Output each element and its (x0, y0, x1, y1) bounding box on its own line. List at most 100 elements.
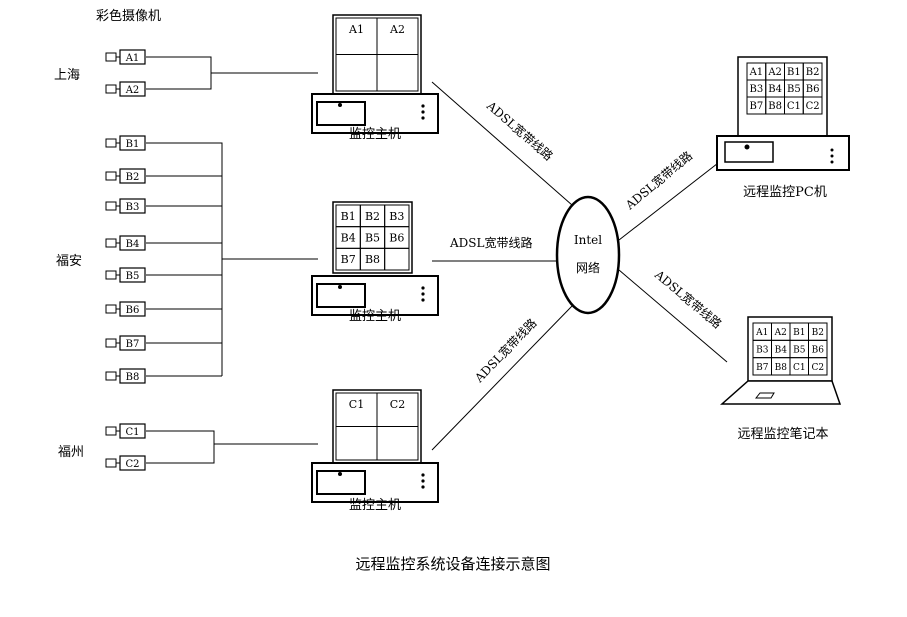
remote-laptop-label: 远程监控笔记本 (737, 426, 828, 442)
camera-body (119, 49, 146, 65)
remote-pc-dot (830, 154, 834, 158)
fuzhou-camera-wiring (146, 430, 318, 464)
site-label-shanghai: 上海 (54, 68, 80, 83)
screen-channel-label: C2 (811, 363, 824, 373)
network-label-line1: Intel (574, 233, 602, 247)
site-label-fuzhou: 福州 (58, 445, 84, 460)
camera-label: A2 (125, 85, 140, 96)
screen-cell (808, 357, 828, 376)
camera-lens (105, 458, 117, 468)
camera-lens (105, 371, 117, 381)
host-indicator-dot (421, 473, 425, 477)
camera-body (119, 335, 146, 351)
screen-cell (802, 96, 823, 115)
screen-cell (376, 426, 419, 461)
host-label: 监控主机 (349, 498, 401, 513)
screen-channel-label: B5 (365, 232, 380, 245)
screen-cell (376, 54, 419, 92)
camera-b6: B6 (105, 301, 146, 317)
screen-channel-label: B2 (806, 67, 820, 78)
site-label-fuan: 福安 (56, 254, 82, 269)
camera-body (119, 198, 146, 214)
screen-channel-label: A1 (348, 23, 364, 36)
host-monitor (332, 201, 413, 274)
screen-channel-label: B2 (365, 210, 380, 223)
screen-channel-label: B6 (812, 346, 825, 356)
screen-channel-label: B8 (775, 363, 788, 373)
camera-label: B8 (126, 372, 140, 383)
screen-channel-label: C1 (349, 398, 364, 411)
camera-b8: B8 (105, 368, 146, 384)
network-ellipse (555, 195, 621, 315)
camera-label: B6 (126, 305, 140, 316)
screen-channel-label: C1 (793, 363, 806, 373)
host-label: 监控主机 (349, 309, 401, 324)
screen-channel-label: B5 (787, 84, 801, 95)
screen-channel-label: B1 (341, 210, 356, 223)
camera-lens (105, 201, 117, 211)
remote-pc-dot (830, 160, 834, 164)
screen-channel-label: B1 (793, 328, 805, 338)
host-indicator-dot (421, 479, 425, 483)
adsl-line-fuzhou (431, 304, 574, 451)
camera-b5: B5 (105, 267, 146, 283)
screen-channel-label: B7 (341, 253, 356, 266)
camera-lens (105, 338, 117, 348)
screen-channel-label: B5 (793, 346, 806, 356)
screen-channel-label: B4 (768, 84, 782, 95)
screen-channel-label: B3 (389, 210, 404, 223)
screen-channel-label: B4 (341, 232, 356, 245)
screen-channel-label: B3 (756, 346, 769, 356)
camera-label: C2 (125, 459, 139, 470)
host-drive (316, 101, 366, 126)
camera-a1: A1 (105, 49, 146, 65)
remote-pc-led (744, 144, 750, 150)
camera-label: A1 (125, 53, 140, 64)
camera-c1: C1 (105, 423, 146, 439)
screen-channel-label: B7 (750, 101, 764, 112)
remote-pc-drive (724, 141, 774, 163)
host-indicator-dot (421, 298, 425, 302)
camera-c2: C2 (105, 455, 146, 471)
camera-label: B7 (126, 339, 140, 350)
host-indicator-dot (421, 116, 425, 120)
screen-channel-label: B7 (756, 363, 769, 373)
host-led (338, 472, 342, 476)
host-indicator-dot (421, 104, 425, 108)
camera-label: B4 (126, 239, 140, 250)
camera-body (119, 368, 146, 384)
laptop-base (720, 380, 842, 405)
camera-b3: B3 (105, 198, 146, 214)
camera-b1: B1 (105, 135, 146, 151)
camera-body (119, 267, 146, 283)
screen-channel-label: B6 (389, 232, 404, 245)
camera-lens (105, 52, 117, 62)
host-led (338, 103, 342, 107)
host-indicator-dot (421, 292, 425, 296)
camera-lens (105, 238, 117, 248)
laptop-touchpad (754, 392, 775, 399)
adsl-line-remote-pc (618, 159, 723, 241)
screen-channel-label: B8 (365, 253, 380, 266)
camera-body (119, 81, 146, 97)
screen-channel-label: A2 (389, 23, 405, 36)
camera-b7: B7 (105, 335, 146, 351)
network-label-line2: 网络 (576, 260, 600, 275)
host-indicator-dot (421, 485, 425, 489)
host-drive (316, 470, 366, 495)
camera-label: B3 (126, 202, 140, 213)
camera-body (119, 301, 146, 317)
screen-channel-label: A2 (774, 328, 787, 338)
host-led (338, 285, 342, 289)
camera-lens (105, 84, 117, 94)
camera-a2: A2 (105, 81, 146, 97)
connection-lines (146, 56, 728, 464)
camera-lens (105, 426, 117, 436)
